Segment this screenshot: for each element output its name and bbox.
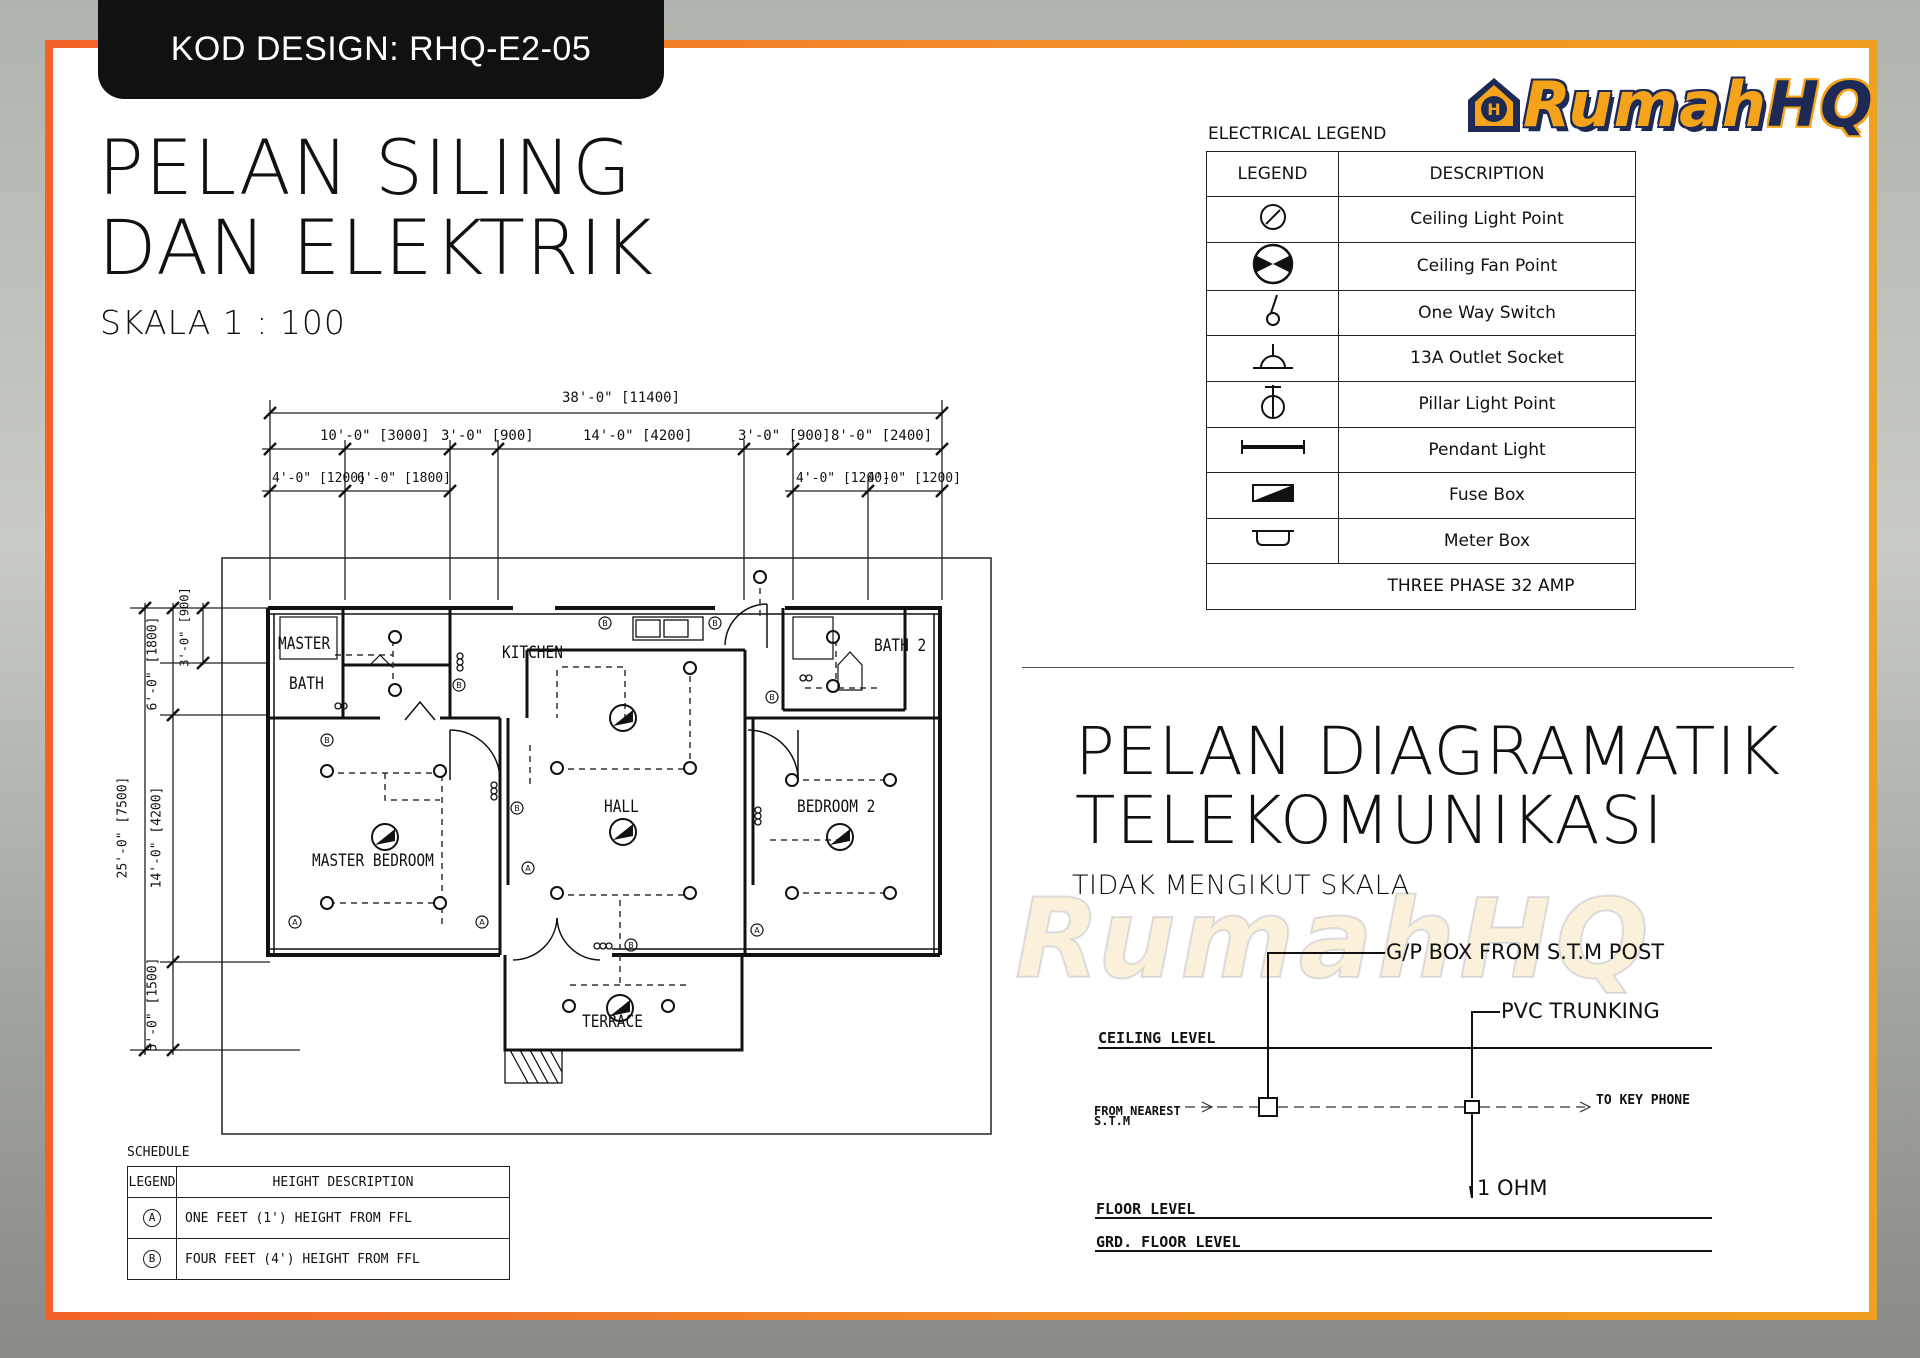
ceiling-level-label: CEILING LEVEL [1098, 1029, 1216, 1047]
grd-floor-level-label: GRD. FLOOR LEVEL [1096, 1233, 1241, 1251]
room-label: MASTER [278, 634, 331, 654]
legend-row: Ceiling Light Point [1206, 196, 1636, 243]
schedule-header-description: HEIGHT DESCRIPTION [176, 1166, 510, 1198]
legend-header-row: LEGEND DESCRIPTION [1206, 151, 1636, 197]
telecom-plan-title: PELAN DIAGRAMATIK TELEKOMUNIKASI [1075, 713, 1782, 860]
dim-left-sub-segment: 3'-0" [900] [177, 587, 192, 667]
dim-segment: 3'-0" [900] [738, 428, 831, 444]
legend-row: Meter Box [1206, 517, 1636, 564]
brand-wordmark: RumahHQ [1523, 68, 1874, 141]
electrical-legend-table: LEGEND DESCRIPTION Ceiling Light Point C… [1206, 151, 1636, 610]
dim-overall-depth: 25'-0" [7500] [115, 776, 131, 879]
legend-description: Pendant Light [1338, 426, 1636, 473]
dim-segment: 3'-0" [900] [441, 428, 534, 444]
dim-left-segment: 14'-0" [4200] [149, 786, 165, 889]
design-code-label: KOD DESIGN: RHQ-E2-05 [170, 30, 592, 68]
legend-row: Fuse Box [1206, 472, 1636, 519]
legend-footer-row: THREE PHASE 32 AMP [1206, 563, 1636, 610]
room-label: HALL [604, 797, 639, 817]
dim-overall-width: 38'-0" [11400] [562, 390, 681, 406]
room-label: KITCHEN [502, 643, 563, 663]
dim-segment: 14'-0" [4200] [583, 428, 693, 444]
schedule-header-legend: LEGEND [127, 1166, 177, 1198]
meter-box-icon [1206, 517, 1339, 564]
floor-level-label: FLOOR LEVEL [1096, 1200, 1196, 1218]
legend-description: Ceiling Fan Point [1338, 241, 1636, 291]
brand-logo: H RumahHQ [1465, 68, 1874, 141]
legend-row: Pendant Light [1206, 426, 1636, 473]
schedule-symbol: A [127, 1197, 177, 1239]
legend-description: 13A Outlet Socket [1338, 335, 1636, 382]
fuse-box-icon [1206, 472, 1339, 519]
outlet-socket-icon [1206, 335, 1339, 382]
one-way-switch-icon [1206, 289, 1339, 336]
legend-row: 13A Outlet Socket [1206, 335, 1636, 382]
to-key-phone-label: TO KEY PHONE [1596, 1093, 1690, 1108]
legend-description: Pillar Light Point [1338, 380, 1636, 428]
legend-header-description: DESCRIPTION [1338, 151, 1636, 197]
ceiling-plan-title: PELAN SILING DAN ELEKTRIK [98, 123, 654, 292]
room-label: BATH [289, 674, 324, 694]
schedule-row: B FOUR FEET (4') HEIGHT FROM FFL [127, 1238, 510, 1280]
pvc-label: PVC TRUNKING [1501, 999, 1660, 1023]
pillar-light-icon [1206, 380, 1339, 428]
legend-description: Fuse Box [1338, 472, 1636, 519]
ohm-label: 1 OHM [1477, 1176, 1548, 1200]
ceiling-plan-scale: SKALA 1 : 100 [100, 303, 346, 342]
pendant-light-icon [1206, 426, 1339, 473]
legend-row: Ceiling Fan Point [1206, 241, 1636, 291]
room-label: MASTER BEDROOM [312, 851, 434, 871]
dim-segment: 8'-0" [2400] [831, 428, 933, 444]
schedule-symbol: B [127, 1238, 177, 1280]
house-logo-icon: H [1468, 77, 1520, 132]
legend-row: One Way Switch [1206, 289, 1636, 336]
schedule-row: A ONE FEET (1') HEIGHT FROM FFL [127, 1197, 510, 1239]
dim-sub-segment: 4'-0" [1200] [796, 471, 890, 486]
dim-sub-segment: 4'-0" [1200] [867, 471, 961, 486]
telecom-scale-note: TIDAK MENGIKUT SKALA [1072, 870, 1410, 901]
svg-text:H: H [1487, 100, 1500, 119]
schedule-header-row: LEGEND HEIGHT DESCRIPTION [127, 1166, 510, 1198]
electrical-legend-caption: ELECTRICAL LEGEND [1208, 124, 1387, 144]
dim-left-segment: 5'-0" [1500] [145, 957, 161, 1052]
legend-header-legend: LEGEND [1206, 151, 1339, 197]
section-divider [1022, 667, 1794, 668]
room-label: TERRACE [582, 1012, 643, 1032]
room-label: BATH 2 [874, 636, 927, 656]
gp-box-label: G/P BOX FROM S.T.M POST [1386, 940, 1665, 964]
schedule-table: LEGEND HEIGHT DESCRIPTION A ONE FEET (1'… [127, 1166, 510, 1280]
dim-segment: 10'-0" [3000] [320, 428, 430, 444]
ceiling-light-icon [1206, 196, 1339, 243]
dim-left-segment: 6'-0" [1800] [145, 616, 161, 711]
dim-sub-segment: 4'-0" [1200] [272, 471, 366, 486]
schedule-description: ONE FEET (1') HEIGHT FROM FFL [176, 1197, 510, 1239]
legend-row: Pillar Light Point [1206, 380, 1636, 428]
legend-description: Meter Box [1338, 517, 1636, 564]
legend-description: Ceiling Light Point [1338, 196, 1636, 243]
legend-footer: THREE PHASE 32 AMP [1206, 563, 1636, 610]
schedule-description: FOUR FEET (4') HEIGHT FROM FFL [176, 1238, 510, 1280]
dim-sub-segment: 6'-0" [1800] [357, 471, 451, 486]
room-label: BEDROOM 2 [797, 797, 876, 817]
legend-description: One Way Switch [1338, 289, 1636, 336]
schedule-caption: SCHEDULE [127, 1145, 190, 1160]
design-code-tab: KOD DESIGN: RHQ-E2-05 [98, 0, 664, 99]
ceiling-fan-icon [1206, 241, 1339, 291]
